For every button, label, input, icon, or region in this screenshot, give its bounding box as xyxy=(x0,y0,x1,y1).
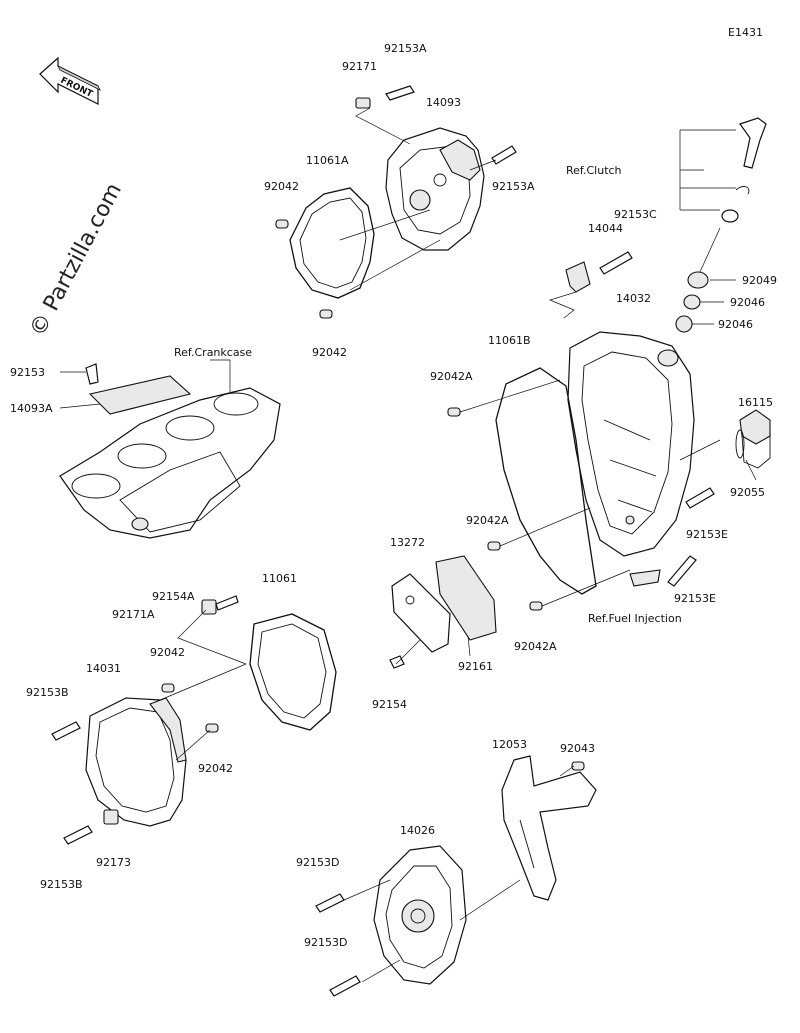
label-11061: 11061 xyxy=(262,572,297,585)
dowel-92042A-c-icon xyxy=(529,601,543,611)
label-92043: 92043 xyxy=(560,742,595,755)
seal-92046-b-icon xyxy=(675,315,693,333)
label-14032: 14032 xyxy=(616,292,651,305)
label-92153A-right: 92153A xyxy=(492,180,535,193)
crankcase xyxy=(59,375,281,539)
clutch-lever-icon xyxy=(739,117,767,169)
label-14026: 14026 xyxy=(400,824,435,837)
label-92046-a: 92046 xyxy=(730,296,765,309)
bolt-92153C-icon xyxy=(599,251,633,275)
seal-92046-a-icon xyxy=(683,294,701,310)
seal-92049-icon xyxy=(687,271,709,289)
label-12053: 12053 xyxy=(492,738,527,751)
label-92171A: 92171A xyxy=(112,608,155,621)
plate-13272 xyxy=(391,573,451,653)
gasket-92161 xyxy=(435,555,497,641)
label-92153D-b: 92153D xyxy=(304,936,347,949)
front-arrow-icon: FRONT xyxy=(39,56,101,105)
label-14093A: 14093A xyxy=(10,402,53,415)
label-14031: 14031 xyxy=(86,662,121,675)
label-92042A-b: 92042A xyxy=(466,514,509,527)
label-92171: 92171 xyxy=(342,60,377,73)
label-92153: 92153 xyxy=(10,366,45,379)
bolt-92153D-b-icon xyxy=(329,975,361,997)
label-92154A: 92154A xyxy=(152,590,195,603)
bolt-92153B-b-icon xyxy=(63,825,93,845)
dowel-92042-d-icon xyxy=(205,723,219,733)
clamp-92173-icon xyxy=(103,809,119,825)
label-11061A: 11061A xyxy=(306,154,349,167)
dowel-92043-icon xyxy=(571,761,585,771)
label-92153C: 92153C xyxy=(614,208,657,221)
cover-14093 xyxy=(385,127,485,251)
gasket-11061B xyxy=(495,367,597,595)
diagram-code: E1431 xyxy=(728,26,763,39)
bolt-92153A-right-icon xyxy=(491,145,517,165)
ref-fuel-injection: Ref.Fuel Injection xyxy=(588,612,682,625)
label-92042-d: 92042 xyxy=(198,762,233,775)
gasket-11061 xyxy=(249,613,337,731)
cover-14032 xyxy=(567,331,695,557)
bolt-92153-icon xyxy=(85,363,99,385)
clutch-washer-icon xyxy=(721,209,739,223)
fuel-bracket-icon xyxy=(629,569,661,587)
oring-92055-icon xyxy=(735,429,745,459)
label-92153E-b: 92153E xyxy=(674,592,716,605)
label-92153A-top: 92153A xyxy=(384,42,427,55)
cover-14093A xyxy=(88,375,192,415)
oil-plug-16115-icon xyxy=(739,409,771,469)
label-14044: 14044 xyxy=(588,222,623,235)
watermark: © Partzilla.com xyxy=(25,179,127,341)
label-92042-b: 92042 xyxy=(312,346,347,359)
bolt-92154A-icon xyxy=(215,595,239,611)
ref-clutch: Ref.Clutch xyxy=(566,164,622,177)
cover-14026 xyxy=(373,845,467,985)
bolt-92153E-b-icon xyxy=(667,555,697,587)
label-92055: 92055 xyxy=(730,486,765,499)
bolt-92153A-top-icon xyxy=(385,85,415,101)
bracket-12053 xyxy=(501,755,597,901)
label-92042A-a: 92042A xyxy=(430,370,473,383)
label-92153B-b: 92153B xyxy=(40,878,83,891)
bolt-92153B-a-icon xyxy=(51,721,81,741)
label-16115: 16115 xyxy=(738,396,773,409)
dowel-92042A-a-icon xyxy=(447,407,461,417)
dowel-92042-a-icon xyxy=(275,219,289,229)
label-13272: 13272 xyxy=(390,536,425,549)
ref-crankcase: Ref.Crankcase xyxy=(174,346,252,359)
label-92153D-a: 92153D xyxy=(296,856,339,869)
label-92042A-c: 92042A xyxy=(514,640,557,653)
dowel-92042A-b-icon xyxy=(487,541,501,551)
label-92153B-a: 92153B xyxy=(26,686,69,699)
label-92154: 92154 xyxy=(372,698,407,711)
label-92173: 92173 xyxy=(96,856,131,869)
label-92046-b: 92046 xyxy=(718,318,753,331)
bolt-92154-icon xyxy=(389,655,405,669)
bolt-92153E-a-icon xyxy=(685,487,715,509)
dowel-92042-c-icon xyxy=(161,683,175,693)
label-92042-a: 92042 xyxy=(264,180,299,193)
label-92161: 92161 xyxy=(458,660,493,673)
label-11061B: 11061B xyxy=(488,334,531,347)
dowel-92042-b-icon xyxy=(319,309,333,319)
clutch-spring-icon xyxy=(735,186,750,195)
clamp-92171-icon xyxy=(355,97,371,109)
label-14093: 14093 xyxy=(426,96,461,109)
cover-14031 xyxy=(85,697,187,827)
gasket-11061A xyxy=(289,187,375,299)
bolt-92153D-a-icon xyxy=(315,893,345,913)
bracket-14044-icon xyxy=(565,261,591,293)
label-92153E-a: 92153E xyxy=(686,528,728,541)
label-92049: 92049 xyxy=(742,274,777,287)
label-92042-c: 92042 xyxy=(150,646,185,659)
